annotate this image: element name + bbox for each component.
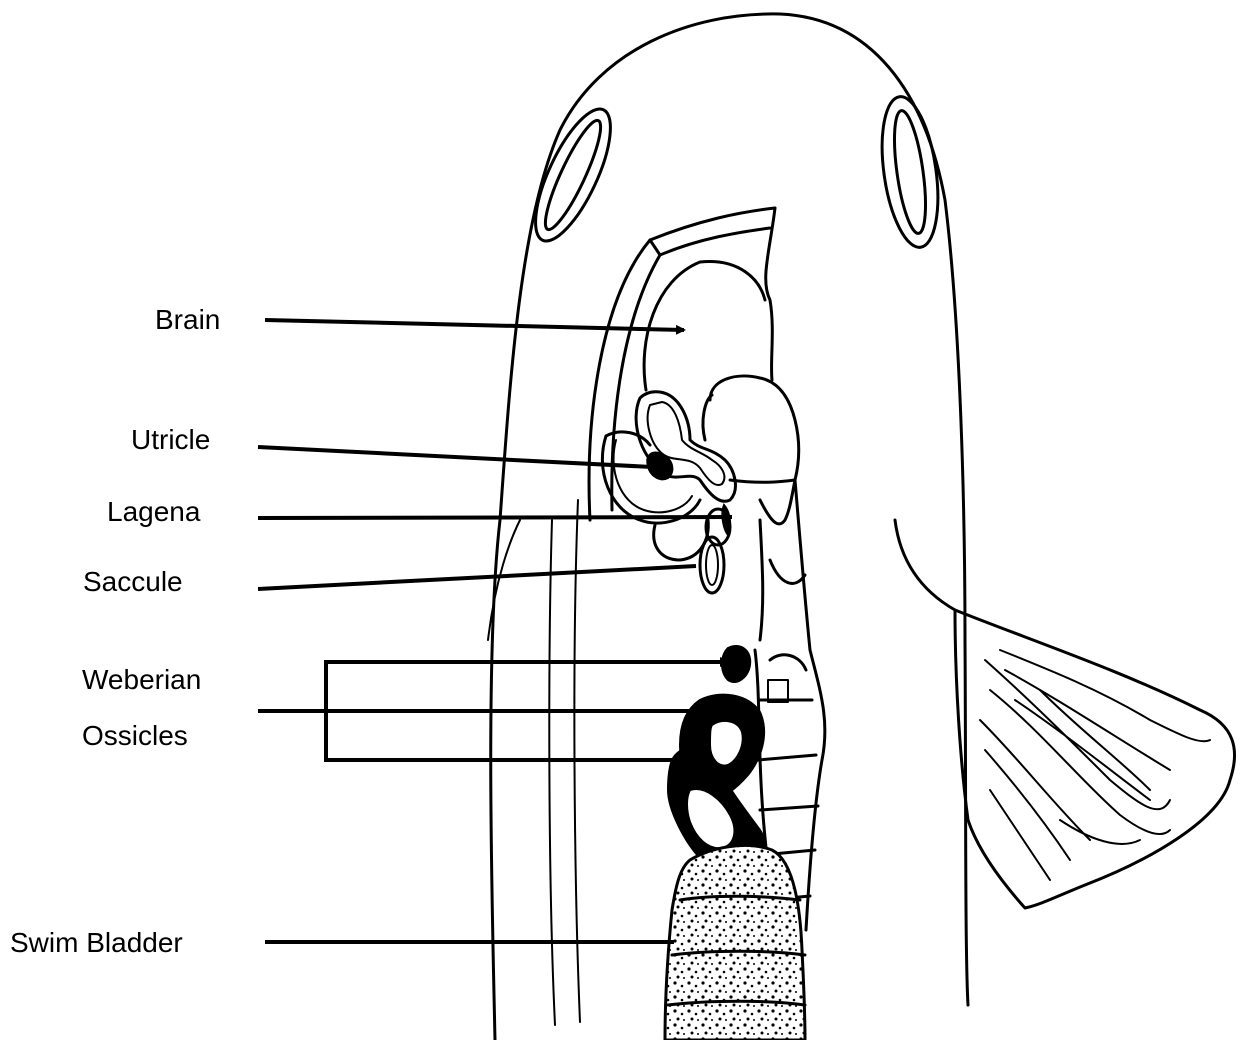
label-lagena: Lagena — [107, 496, 201, 527]
saccule-leader — [258, 566, 696, 589]
eyes — [521, 93, 947, 251]
label-weberian: Weberian — [82, 664, 201, 695]
labels: Brain Utricle Lagena Saccule Weberian Os… — [10, 304, 220, 958]
swim-bladder-shape — [665, 845, 805, 1040]
brain-region — [589, 208, 775, 520]
pectoral-fin — [895, 520, 1235, 908]
brain-leader — [265, 320, 684, 330]
label-brain: Brain — [155, 304, 220, 335]
label-saccule: Saccule — [83, 566, 183, 597]
leader-lines — [258, 320, 732, 942]
lagena-leader — [258, 517, 732, 518]
label-ossicles: Ossicles — [82, 720, 188, 751]
inner-ear — [602, 392, 735, 593]
utricle-leader — [258, 447, 652, 467]
label-utricle: Utricle — [131, 424, 210, 455]
label-swim-bladder: Swim Bladder — [10, 927, 183, 958]
